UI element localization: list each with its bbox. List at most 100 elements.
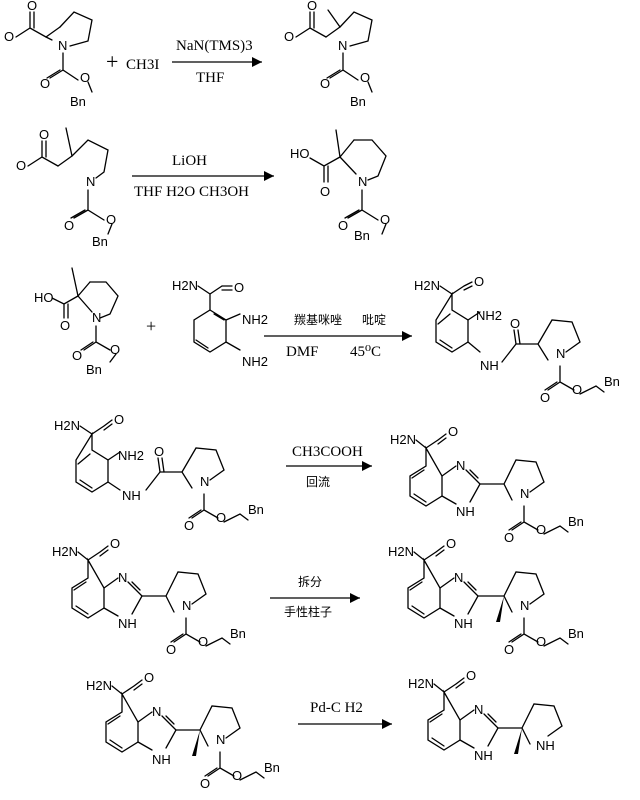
- reagent-below-1: THF: [196, 70, 224, 86]
- atom-label: H2N: [172, 278, 198, 293]
- atom-label: O: [474, 274, 484, 289]
- atom-label: O: [307, 0, 317, 13]
- atom-label: O: [106, 212, 116, 227]
- atom-label: O: [448, 424, 458, 439]
- atom-label: HO: [290, 146, 310, 161]
- atom-label: Bn: [248, 502, 264, 517]
- atom-label: N: [182, 598, 191, 613]
- row-2: O O N O O Bn LiOH THF H2O CH3OH HO O N O…: [16, 127, 390, 249]
- atom-label: O: [536, 634, 546, 649]
- atom-label: H2N: [52, 544, 78, 559]
- atom-label: O: [284, 29, 294, 44]
- atom-label: N: [58, 38, 67, 53]
- atom-label: N: [152, 704, 161, 719]
- reactant-4-structure: H2N O NH2 NH O N O O Bn: [54, 412, 264, 533]
- atom-label: H2N: [390, 432, 416, 447]
- atom-label: O: [198, 634, 208, 649]
- atom-label: O: [510, 316, 520, 331]
- reagent-above-5: 拆分: [298, 574, 322, 589]
- atom-label: N: [200, 474, 209, 489]
- atom-label: O: [27, 0, 37, 13]
- atom-label: O: [80, 70, 90, 85]
- reagent-below-2: THF H2O CH3OH: [134, 184, 249, 200]
- atom-label: N: [520, 486, 529, 501]
- atom-label: N: [118, 570, 127, 585]
- atom-label: NH: [454, 616, 473, 631]
- reactant-3b-structure: H2N O NH2 NH2: [172, 278, 268, 369]
- atom-label: O: [64, 218, 74, 233]
- atom-label: N: [358, 174, 367, 189]
- atom-label: O: [446, 536, 456, 551]
- row-6: H2N O N NH N O O Bn Pd-C H2 H2N O: [86, 668, 563, 791]
- atom-label: NH: [536, 738, 555, 753]
- atom-label: NH: [118, 616, 137, 631]
- plus-sign: +: [106, 49, 118, 74]
- product-1-structure: O O N O O Bn: [284, 0, 373, 109]
- reagent-below-5: 手性柱子: [284, 604, 332, 619]
- row-3: HO O N O O Bn + H2N O NH2 NH2 羰基咪唑 吡啶: [34, 267, 620, 405]
- atom-label: H2N: [414, 278, 440, 293]
- atom-label: N: [338, 38, 347, 53]
- reactant-6-structure: H2N O N NH N O O Bn: [86, 670, 280, 791]
- atom-label: N: [520, 598, 529, 613]
- reagent-above-3b: 吡啶: [362, 313, 386, 327]
- atom-label: NH: [480, 358, 499, 373]
- reactant-5-structure: H2N O N NH N O O Bn: [52, 536, 246, 657]
- atom-label: O: [536, 522, 546, 537]
- reagent-above-1: NaN(TMS)3: [176, 38, 253, 54]
- atom-label: N: [92, 310, 101, 325]
- atom-label: HO: [34, 290, 54, 305]
- reagent-above-2: LiOH: [172, 153, 207, 169]
- atom-label: O: [40, 76, 50, 91]
- product-6-structure: H2N O N NH NH: [408, 668, 563, 763]
- atom-label: N: [556, 346, 565, 361]
- atom-label: Bn: [86, 362, 102, 377]
- atom-label: O: [540, 390, 550, 405]
- atom-label: N: [216, 732, 225, 747]
- atom-label: O: [4, 29, 14, 44]
- reactant-1-structure: O O N O O Bn: [4, 0, 93, 109]
- atom-label: O: [60, 318, 70, 333]
- atom-label: NH: [122, 488, 141, 503]
- atom-label: O: [234, 280, 244, 295]
- atom-label: O: [39, 127, 49, 142]
- product-2-structure: HO O N O O Bn: [290, 129, 390, 243]
- atom-label: O: [154, 444, 164, 459]
- atom-label: O: [572, 382, 582, 397]
- atom-label: H2N: [86, 678, 112, 693]
- atom-label: N: [454, 570, 463, 585]
- atom-label: NH: [456, 504, 475, 519]
- reagent-ch3i: CH3I: [126, 57, 159, 73]
- atom-label: O: [110, 536, 120, 551]
- atom-label: Bn: [264, 760, 280, 775]
- atom-label: O: [110, 342, 120, 357]
- reactant-3a-structure: HO O N O O Bn: [34, 267, 120, 377]
- atom-label: O: [380, 212, 390, 227]
- row-5: H2N O N NH N O O Bn 拆分 手性柱子 H2N O N: [52, 536, 584, 657]
- reagent-above-3a: 羰基咪唑: [294, 312, 342, 327]
- atom-label: Bn: [230, 626, 246, 641]
- atom-label: O: [16, 158, 26, 173]
- atom-label: O: [184, 518, 194, 533]
- reagent-below-3a: DMF: [286, 344, 319, 360]
- atom-label: O: [216, 510, 226, 525]
- atom-label: NH: [152, 752, 171, 767]
- product-3-structure: H2N O NH2 NH O N O O Bn: [414, 274, 620, 405]
- atom-label: O: [320, 184, 330, 199]
- reagent-below-4: 回流: [306, 475, 330, 489]
- atom-label: O: [166, 642, 176, 657]
- plus-sign: +: [146, 316, 156, 336]
- reagent-above-4: CH3COOH: [292, 444, 363, 460]
- atom-label: O: [338, 218, 348, 233]
- atom-label: Bn: [92, 234, 108, 249]
- atom-label: Bn: [568, 626, 584, 641]
- atom-label: O: [232, 768, 242, 783]
- atom-label: NH: [474, 748, 493, 763]
- atom-label: O: [144, 670, 154, 685]
- atom-label: Bn: [354, 228, 370, 243]
- reagent-below-3b: 45⁰C: [350, 344, 381, 360]
- atom-label: O: [114, 412, 124, 427]
- atom-label: N: [474, 702, 483, 717]
- atom-label: O: [320, 76, 330, 91]
